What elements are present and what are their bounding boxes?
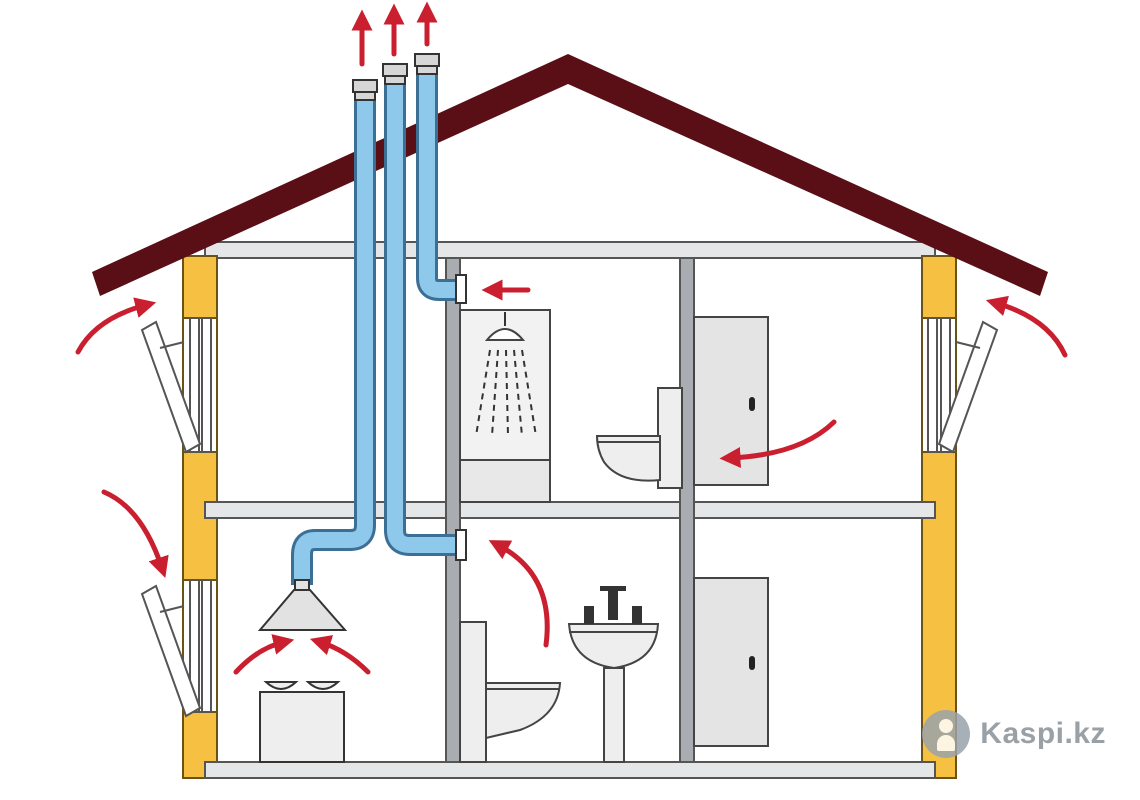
window-frames [189, 317, 951, 713]
toilet-downstairs [459, 621, 562, 763]
kitchen-stove [259, 681, 345, 763]
inflow-arrow-left-top [75, 297, 157, 355]
watermark: Kaspi.kz [922, 710, 1106, 758]
ventilation-ducts [291, 64, 456, 585]
duct-caps [352, 53, 440, 101]
inflow-arrow-right-top [985, 295, 1068, 358]
vent-grilles [455, 274, 467, 561]
partition-center [445, 257, 461, 763]
airflow-arrows [75, 1, 1068, 675]
arrow-to-lower-grille [488, 540, 550, 648]
arrow-hood-left [233, 634, 295, 675]
roof [92, 54, 1048, 296]
toilet-upstairs [595, 387, 683, 489]
arrow-hood-right [309, 635, 371, 675]
ground-floor-slab [204, 761, 936, 779]
middle-floor-slab [204, 501, 936, 519]
attic-floor [204, 241, 936, 259]
partition-right [679, 257, 695, 763]
kitchen-hood [257, 579, 348, 631]
shower-cabin [459, 309, 551, 503]
open-window-sashes [140, 320, 999, 718]
bathroom-sink [567, 586, 660, 763]
inflow-arrow-left-bottom [101, 489, 169, 578]
door-downstairs [693, 577, 769, 747]
arrow-door-upstairs [719, 419, 837, 469]
person-circle-icon [922, 710, 971, 758]
watermark-text: Kaspi.kz [980, 717, 1106, 750]
